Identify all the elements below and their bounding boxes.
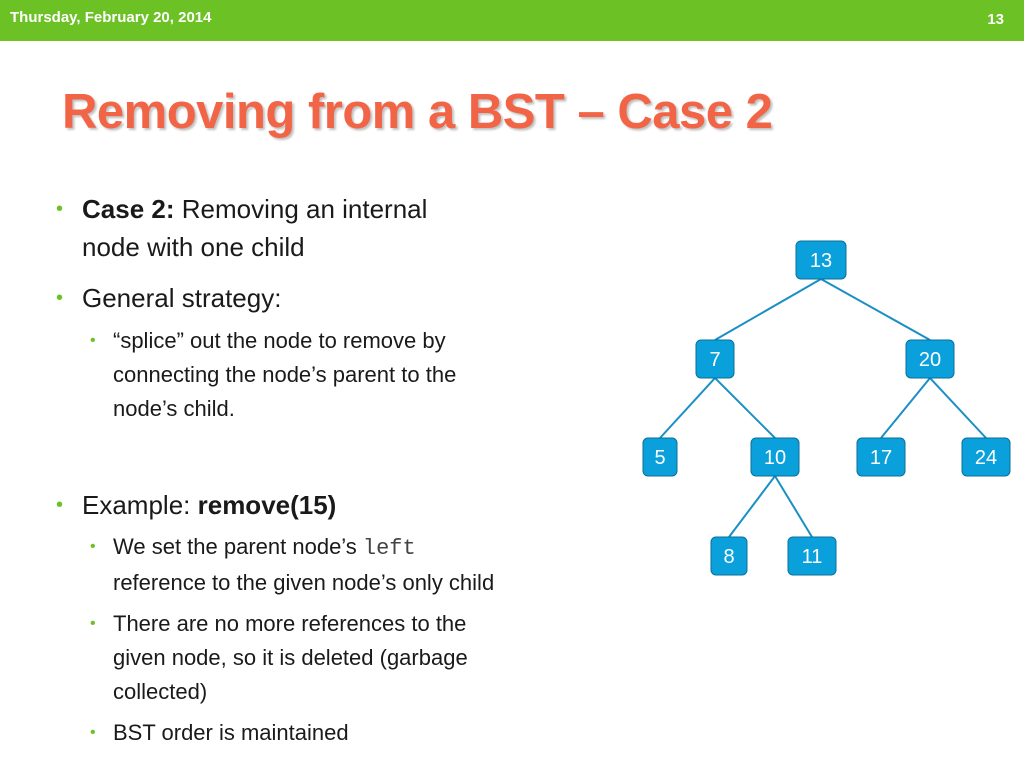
tree-node-box (710, 536, 748, 576)
bullet-dot: • (56, 198, 64, 220)
slide-number: 13 (987, 11, 1004, 28)
tree-node-label: 11 (802, 546, 823, 568)
tree-node-10: 10 (750, 437, 800, 477)
bullet-dot: • (90, 538, 96, 555)
slide-title: Removing from a BST – Case 2 (62, 85, 773, 139)
bullet-dot: • (56, 494, 64, 516)
header-bar: Thursday, February 20, 2014 13 (0, 0, 1024, 41)
tree-node-24: 24 (961, 437, 1011, 477)
tree-node-box (795, 240, 847, 280)
left-code: left (362, 536, 416, 561)
tree-node-box (856, 437, 906, 477)
bullet-dot: • (56, 287, 64, 309)
tree-node-8: 8 (710, 536, 748, 576)
tree-node-5: 5 (642, 437, 678, 477)
bullet-dot: • (90, 724, 96, 741)
remove-call: remove(15) (197, 490, 337, 520)
case-2-label: Case 2: (82, 194, 175, 224)
tree-node-label: 13 (810, 250, 832, 272)
tree-node-label: 20 (919, 349, 941, 371)
tree-edge-n7-n10 (714, 377, 776, 439)
tree-edge-n10-n8 (728, 475, 776, 538)
tree-edge-n13-n20 (820, 278, 931, 341)
tree-edge-n7-n5 (659, 377, 716, 439)
bullet-dot: • (90, 615, 96, 632)
tree-node-13: 13 (795, 240, 847, 280)
tree-node-label: 24 (975, 447, 997, 469)
tree-node-11: 11 (787, 536, 837, 576)
tree-node-box (750, 437, 800, 477)
tree-node-box (642, 437, 678, 477)
tree-node-17: 17 (856, 437, 906, 477)
tree-node-box (787, 536, 837, 576)
tree-node-label: 5 (654, 447, 665, 469)
date-label: Thursday, February 20, 2014 (10, 9, 212, 26)
tree-node-7: 7 (695, 339, 735, 379)
tree-node-20: 20 (905, 339, 955, 379)
tree-node-box (905, 339, 955, 379)
bullet-dot: • (90, 332, 96, 349)
tree-node-label: 17 (870, 447, 892, 469)
tree-node-box (695, 339, 735, 379)
tree-edge-n10-n11 (774, 475, 813, 538)
tree-node-label: 7 (709, 349, 720, 371)
tree-edge-n20-n24 (929, 377, 987, 439)
tree-edge-n13-n7 (714, 278, 822, 341)
tree-node-box (961, 437, 1011, 477)
tree-node-label: 8 (723, 546, 734, 568)
tree-node-label: 10 (764, 447, 786, 469)
tree-edge-n20-n17 (880, 377, 931, 439)
